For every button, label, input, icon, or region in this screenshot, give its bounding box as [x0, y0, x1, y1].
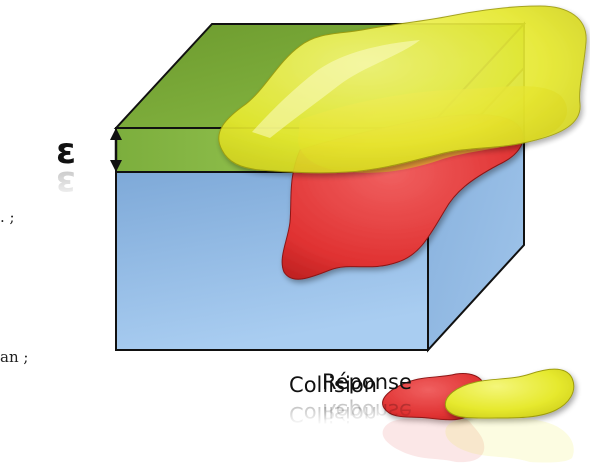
- epsilon-reflection: ε: [56, 163, 77, 204]
- legend-reponse-reflection: Réponse: [322, 399, 412, 423]
- double-arrow-icon: [110, 128, 122, 172]
- red-blob-reflection: [382, 416, 485, 463]
- legend-collision-label: Collision: [289, 373, 377, 397]
- yellow-blob-reflection: [445, 417, 574, 463]
- epsilon-label: ε: [56, 131, 77, 172]
- cropped-text-fragment: an ;: [0, 348, 29, 366]
- legend-reponse-label: Réponse: [322, 370, 412, 394]
- cropped-text-fragment: . ;: [0, 208, 15, 226]
- response-volume: [218, 5, 587, 174]
- response-highlight: [252, 40, 420, 138]
- yellow-blob-icon: [444, 368, 575, 419]
